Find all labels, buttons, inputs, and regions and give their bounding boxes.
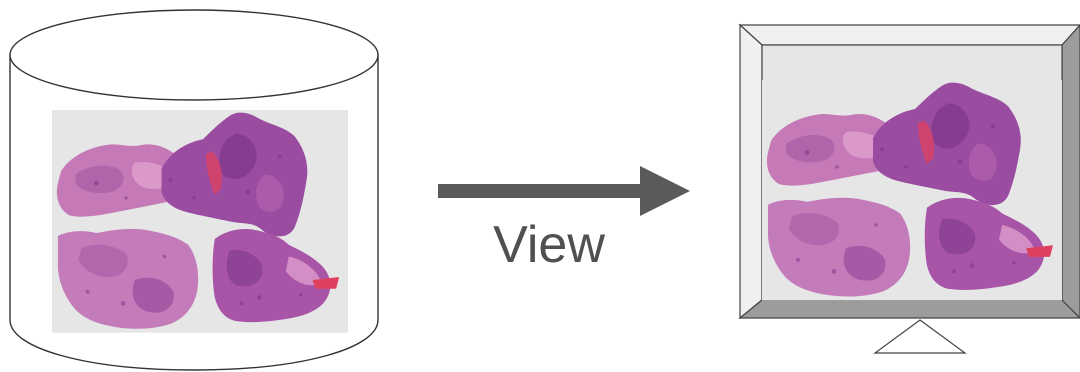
arrow-head bbox=[640, 166, 690, 216]
stored-slide-image bbox=[52, 110, 348, 333]
monitor-stand bbox=[873, 319, 967, 354]
arrow-label: View bbox=[493, 216, 605, 274]
displayed-slide-image bbox=[762, 80, 1062, 301]
arrow-shaft bbox=[438, 184, 643, 198]
view-arrow bbox=[438, 166, 690, 216]
cylinder-top bbox=[9, 9, 379, 101]
